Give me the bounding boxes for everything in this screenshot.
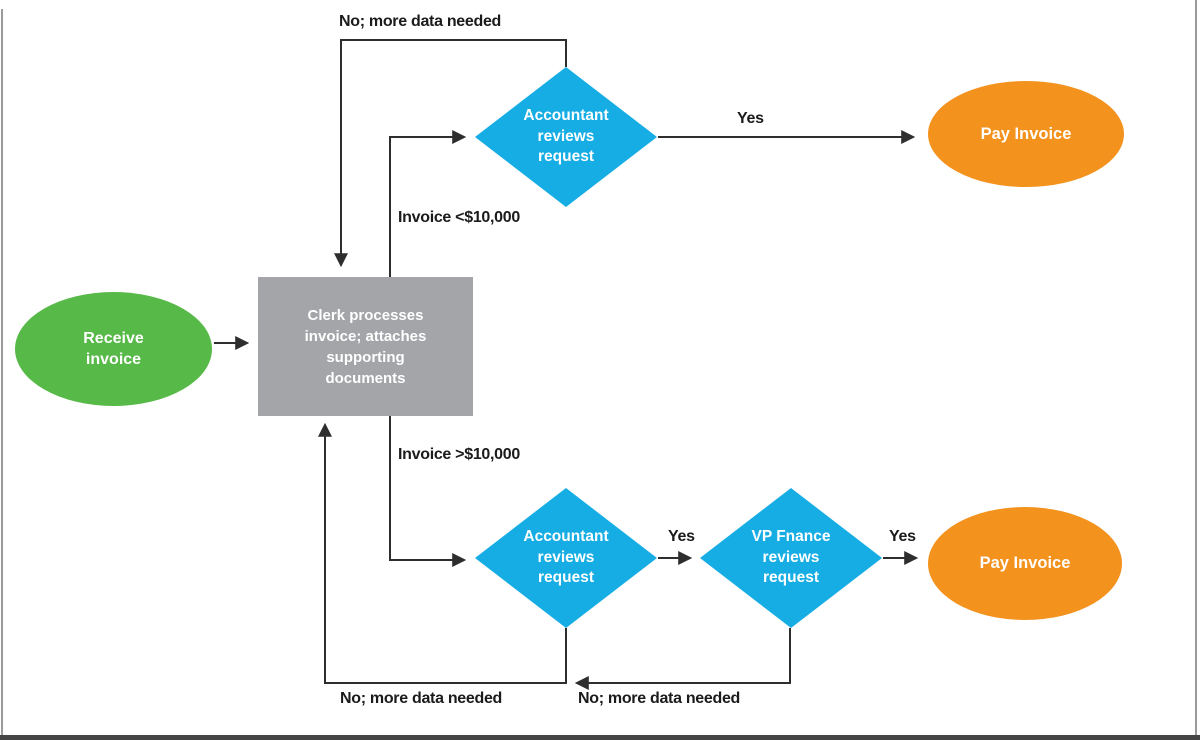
- node-accountant-reviews-bottom-label: Accountant reviews request: [523, 527, 609, 587]
- node-receive-invoice: Receive invoice: [15, 292, 212, 406]
- edge-label-no-more-data-top: No; more data needed: [339, 13, 502, 30]
- node-receive-invoice-label: Receive invoice: [83, 329, 144, 368]
- node-clerk-processes-label: Clerk processes invoice; attaches suppor…: [304, 306, 427, 387]
- edge-label-invoice-gt-10000: Invoice >$10,000: [398, 446, 520, 463]
- node-vp-finance-reviews-label: VP Fnance reviews request: [751, 527, 831, 587]
- node-pay-invoice-bottom: Pay Invoice: [928, 507, 1122, 620]
- edge-label-yes-top: Yes: [737, 110, 764, 127]
- node-clerk-processes: Clerk processes invoice; attaches suppor…: [258, 277, 473, 416]
- node-pay-invoice-top: Pay Invoice: [928, 81, 1124, 187]
- page-border-right: [1195, 0, 1197, 740]
- edge-label-invoice-lt-10000: Invoice <$10,000: [398, 209, 520, 226]
- edge-label-yes-mid: Yes: [668, 528, 695, 545]
- page-border-bottom: [0, 735, 1200, 740]
- edge-label-no-more-data-bottom-right: No; more data needed: [578, 690, 741, 707]
- node-accountant-reviews-top-label: Accountant reviews request: [523, 106, 609, 166]
- node-accountant-reviews-bottom: Accountant reviews request: [475, 488, 657, 628]
- node-vp-finance-reviews: VP Fnance reviews request: [700, 488, 882, 628]
- edge-label-no-more-data-bottom-left: No; more data needed: [340, 690, 503, 707]
- node-accountant-reviews-top: Accountant reviews request: [475, 67, 657, 207]
- edge-invoice-gt-10000: [389, 416, 467, 567]
- edge-invoice-lt-10000: [389, 130, 467, 277]
- node-pay-invoice-top-label: Pay Invoice: [980, 124, 1072, 143]
- edge-no-bottom-right-loop: [574, 628, 791, 690]
- edge-label-yes-bottom: Yes: [889, 528, 916, 545]
- page-border-left: [1, 9, 3, 740]
- node-pay-invoice-bottom-label: Pay Invoice: [979, 554, 1071, 572]
